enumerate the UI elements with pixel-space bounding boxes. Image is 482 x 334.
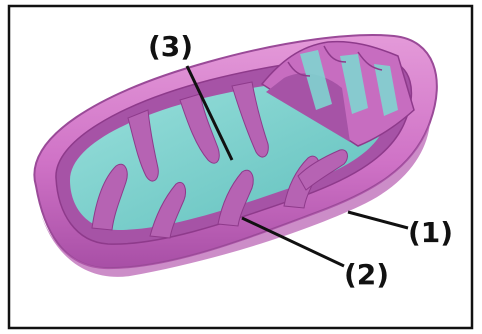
label-cristae: (3) bbox=[148, 30, 193, 63]
label-intermembrane-space: (2) bbox=[344, 258, 389, 291]
label-outer-membrane: (1) bbox=[408, 216, 453, 249]
